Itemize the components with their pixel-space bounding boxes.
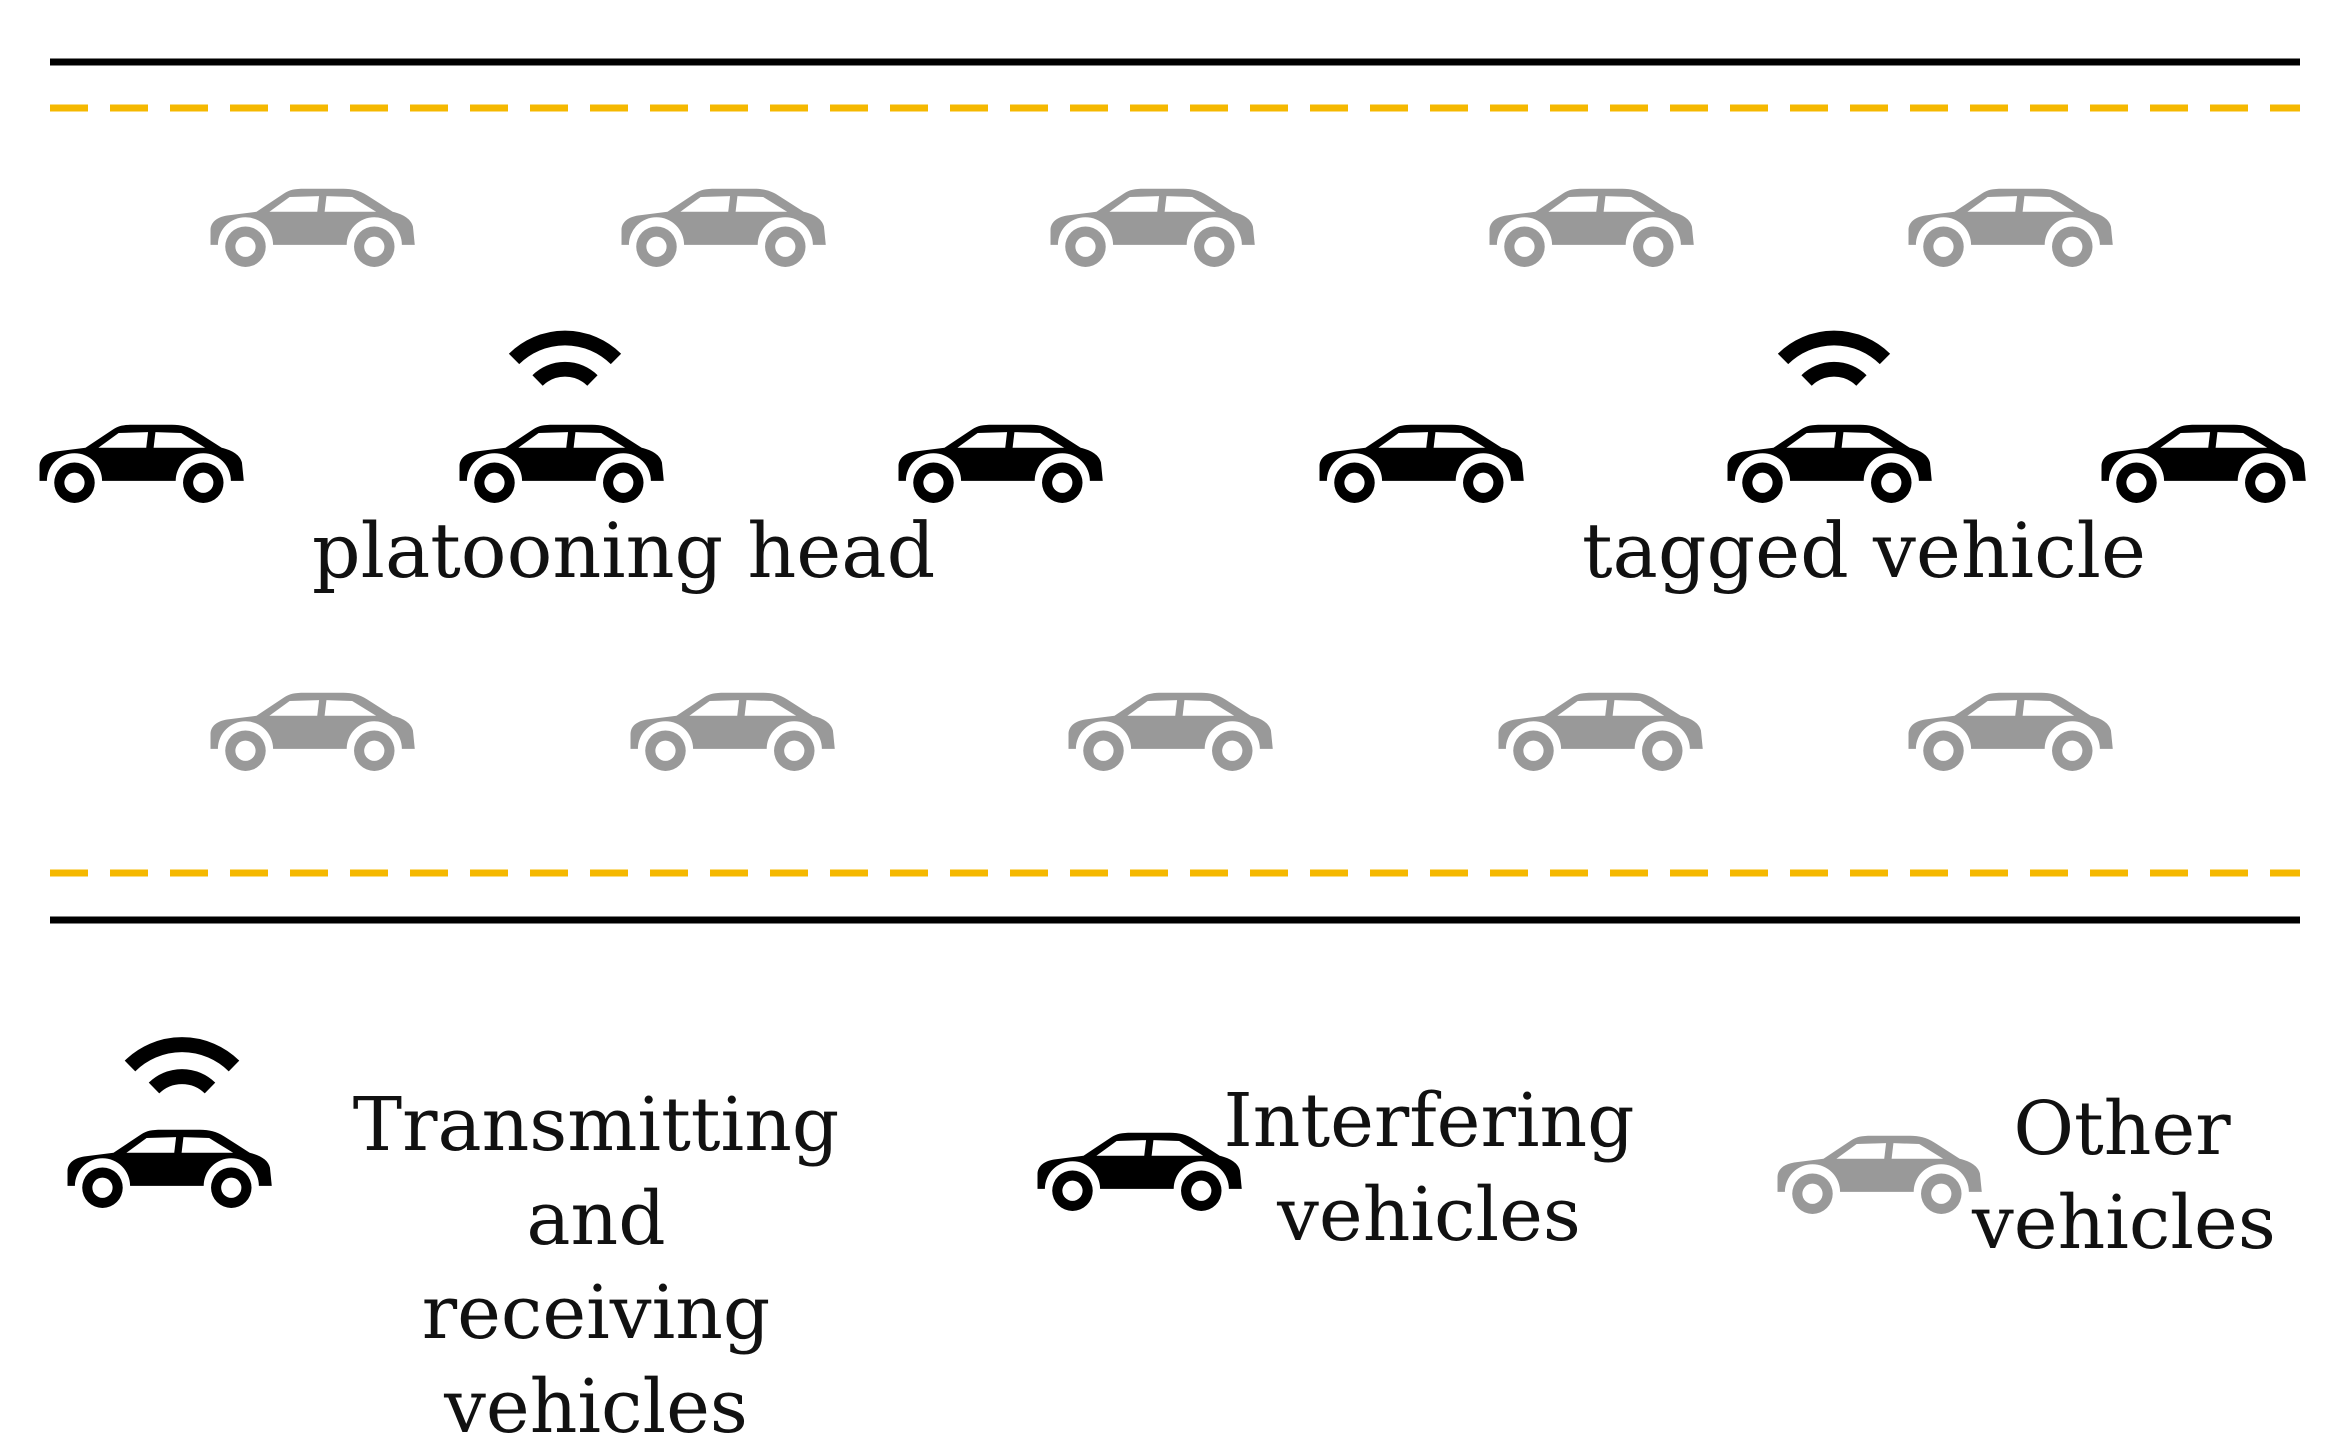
platooning-head-label: platooning head bbox=[312, 506, 936, 595]
highway-diagram bbox=[39, 58, 2306, 1214]
legend-transmitting-car-icon bbox=[67, 1129, 272, 1208]
other-vehicle-car-icon bbox=[621, 188, 826, 267]
wifi-icon bbox=[1783, 338, 1885, 413]
legend-other-label: Other vehicles bbox=[1972, 1082, 2276, 1270]
legend-other-car-icon bbox=[1777, 1135, 1982, 1214]
legend-wifi-icon bbox=[130, 1045, 234, 1121]
legend-other-line2: vehicles bbox=[1972, 1180, 2276, 1266]
legend-other-line1: Other bbox=[2013, 1086, 2231, 1172]
interfering-vehicle-car-icon bbox=[39, 424, 244, 503]
other-vehicle-car-icon bbox=[1489, 188, 1694, 267]
interfering-vehicle-car-icon bbox=[1319, 424, 1524, 503]
other-vehicle-car-icon bbox=[1050, 188, 1255, 267]
other-vehicle-car-icon bbox=[210, 188, 415, 267]
legend-transmitting-line2: receiving vehicles bbox=[421, 1270, 771, 1450]
legend-transmitting-label: Transmitting and receiving vehicles bbox=[286, 1078, 906, 1454]
other-vehicle-car-icon bbox=[1908, 188, 2113, 267]
other-vehicle-car-icon bbox=[1908, 692, 2113, 771]
other-vehicle-car-icon bbox=[1068, 692, 1273, 771]
tagged-vehicle-car-icon bbox=[1727, 424, 1932, 503]
interfering-vehicle-car-icon bbox=[898, 424, 1103, 503]
middle-lane bbox=[39, 338, 2306, 503]
legend-interfering-car-icon bbox=[1037, 1132, 1242, 1211]
wifi-icon bbox=[514, 338, 616, 413]
platooning-head-car-icon bbox=[459, 424, 664, 503]
interfering-vehicle-car-icon bbox=[2101, 424, 2306, 503]
legend-interfering-line1: Interfering bbox=[1223, 1078, 1635, 1164]
lower-lane bbox=[210, 692, 2113, 771]
legend-transmitting-line1: Transmitting and bbox=[352, 1082, 840, 1262]
other-vehicle-car-icon bbox=[210, 692, 415, 771]
tagged-vehicle-label: tagged vehicle bbox=[1582, 506, 2146, 595]
legend-interfering-line2: vehicles bbox=[1277, 1172, 1581, 1258]
legend-interfering-label: Interfering vehicles bbox=[1214, 1074, 1644, 1262]
upper-lane bbox=[210, 188, 2113, 267]
other-vehicle-car-icon bbox=[1498, 692, 1703, 771]
other-vehicle-car-icon bbox=[630, 692, 835, 771]
